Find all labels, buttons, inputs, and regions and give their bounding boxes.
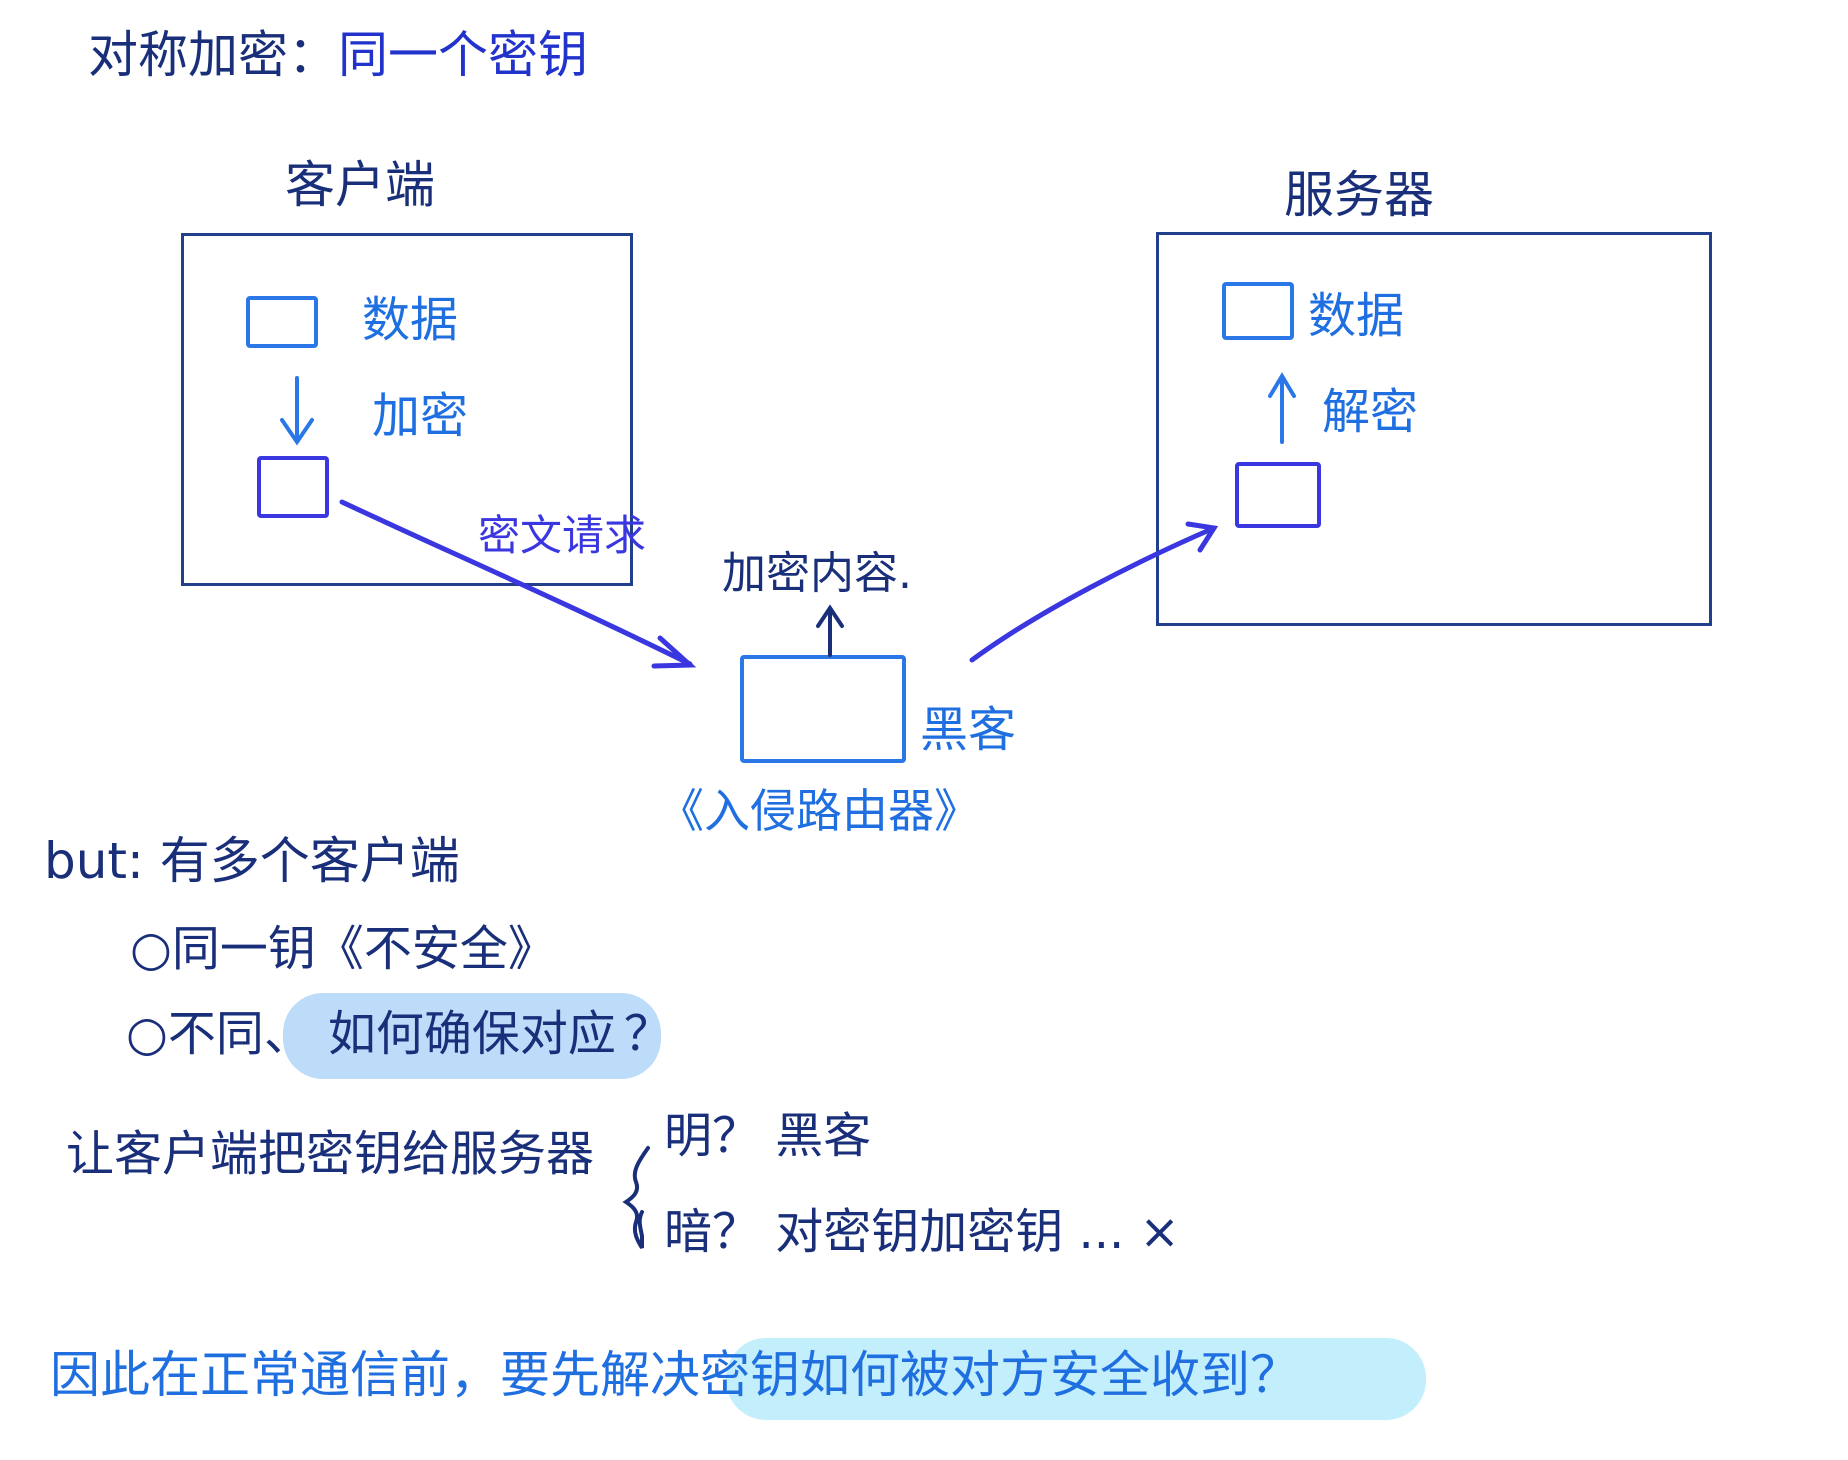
note-option2: ○不同、如何确保对应？ <box>126 1010 672 1058</box>
option2-highlight-bg <box>283 993 661 1079</box>
server-cipher-square <box>1235 462 1321 528</box>
title-sub: 同一个密钥 <box>338 26 588 84</box>
note-option1: ○同一钥《不安全》 <box>130 921 556 977</box>
option2-prefix: ○不同、 <box>126 1006 312 1062</box>
server-frame <box>1156 232 1712 626</box>
hacker-to-server-arrow <box>969 521 1219 663</box>
hacker-router-box <box>740 655 906 763</box>
conclusion-highlight-bg <box>726 1338 1426 1420</box>
client-data-label: 数据 <box>362 292 459 348</box>
hacker-top-label: 加密内容. <box>722 548 912 599</box>
encrypt-down-arrow <box>280 376 314 446</box>
client-request-label: 密文请求 <box>478 511 647 560</box>
note-send-key: 让客户端把密钥给服务器 <box>66 1126 595 1182</box>
client-data-square <box>246 296 318 348</box>
note-but: but: 有多个客户端 <box>44 832 460 890</box>
conclusion-prefix: 因此在正常通信前，要先解决 <box>50 1346 700 1404</box>
server-decrypt-label: 解密 <box>1322 384 1419 440</box>
decrypt-up-arrow <box>1268 372 1296 444</box>
client-frame <box>181 233 633 586</box>
diagram-title: 对称加密：同一个密钥 <box>88 30 588 80</box>
title-separator: ： <box>288 26 338 84</box>
client-encrypt-label: 加密 <box>372 388 469 444</box>
hacker-bottom-label: 《入侵路由器》 <box>658 784 980 838</box>
note-cipher: 暗？ 对密钥加密钥 ... × <box>664 1204 1180 1260</box>
option2-suffix: ？ <box>623 1006 672 1062</box>
client-to-hacker-arrow <box>339 499 697 669</box>
client-label: 客户端 <box>285 156 435 214</box>
option2-highlight: 如何确保对应 <box>327 1006 616 1062</box>
note-conclusion: 因此在正常通信前，要先解决密钥如何被对方安全收到？ <box>50 1350 1300 1400</box>
server-label: 服务器 <box>1284 166 1434 224</box>
server-data-label: 数据 <box>1308 288 1405 344</box>
hacker-side-label: 黑客 <box>920 702 1017 758</box>
title-main: 对称加密 <box>88 26 288 84</box>
conclusion-highlight: 密钥如何被对方安全收到？ <box>700 1346 1300 1404</box>
note-plain: 明？ 黑客 <box>664 1108 872 1164</box>
options-brace <box>622 1146 650 1249</box>
server-data-square <box>1222 282 1294 340</box>
client-cipher-square <box>257 456 329 518</box>
hacker-up-arrow <box>816 604 844 657</box>
